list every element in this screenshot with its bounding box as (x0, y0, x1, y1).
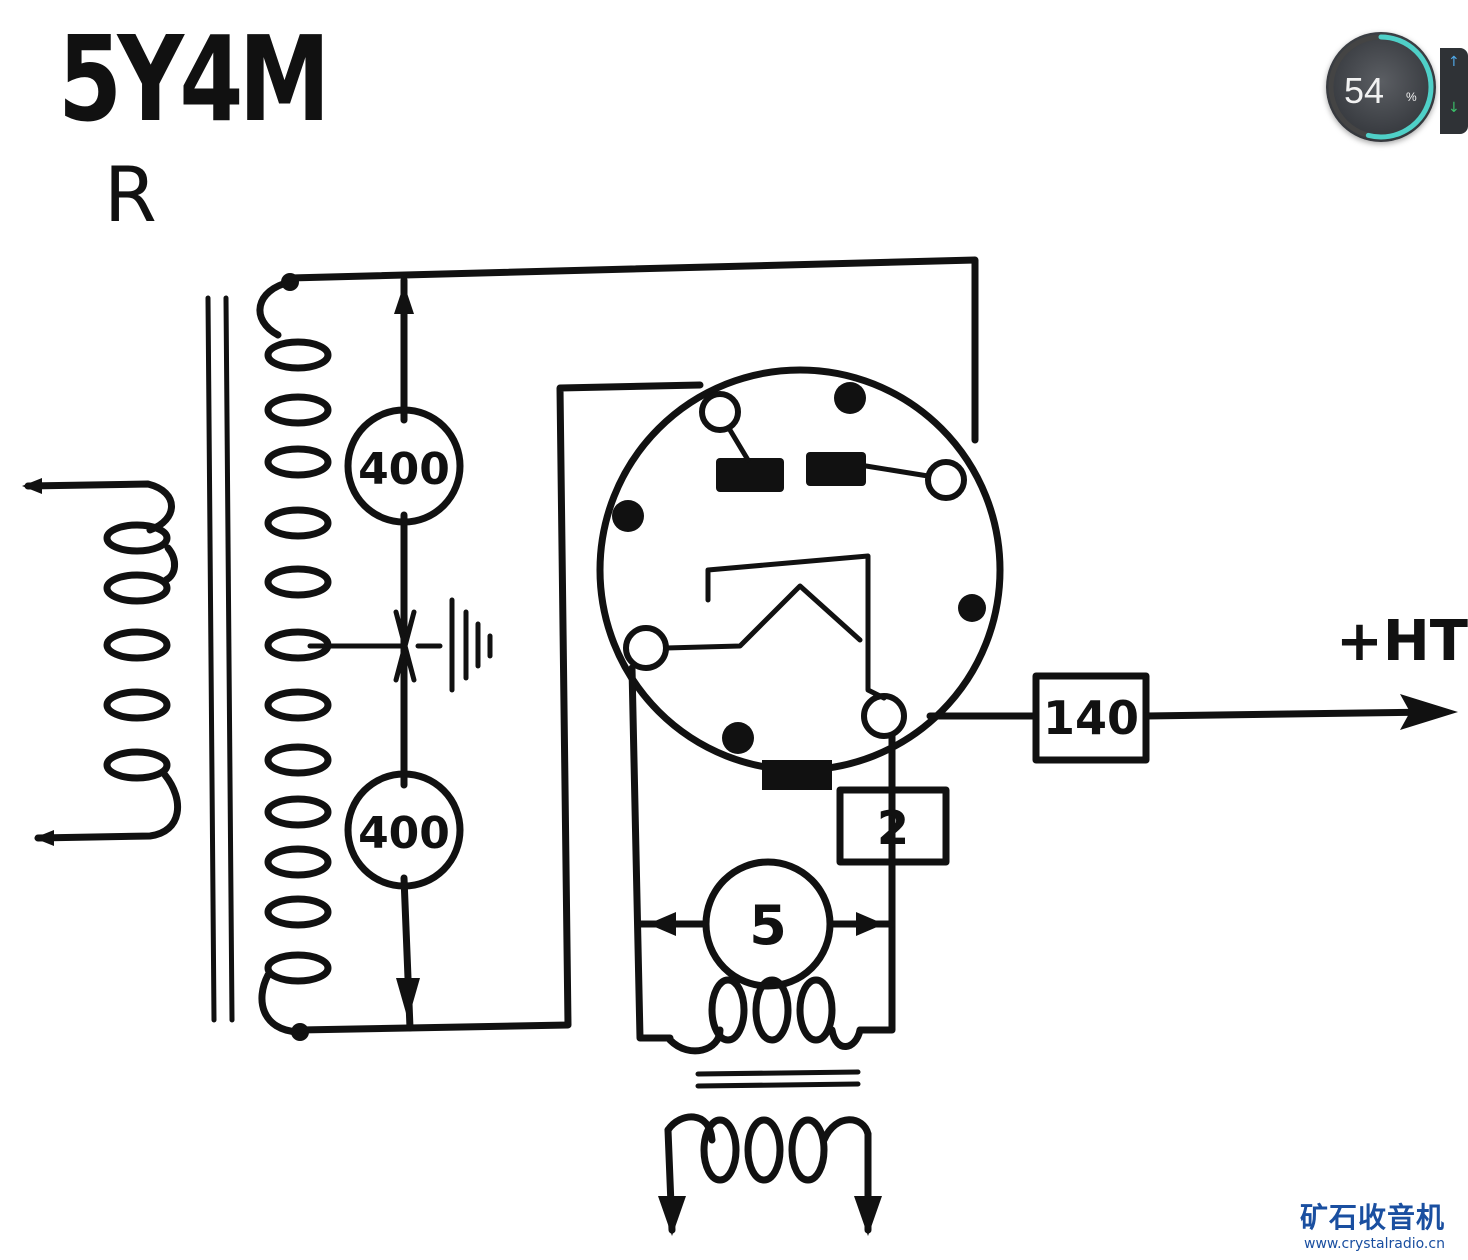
site-name-watermark: 矿石收音机 (1300, 1201, 1446, 1234)
primary-winding (22, 478, 182, 846)
output-circuit: 140 +HT (926, 609, 1468, 764)
arrow-down-icon: ↓ (1448, 100, 1460, 116)
output-label: +HT (1336, 609, 1468, 674)
voltage-top-label: 400 (358, 444, 450, 495)
meter-progress-ring (1328, 34, 1434, 140)
tube-type-label: 5Y4M (58, 10, 330, 148)
ht-wiring (286, 256, 979, 1034)
secondary-winding (256, 273, 332, 1041)
site-url-watermark: www.crystalradio.cn (1304, 1236, 1445, 1252)
meter-400-top: 400 (344, 406, 464, 526)
valve-base (596, 366, 1004, 790)
meter-unit: % (1406, 90, 1417, 104)
meter-400-bottom: 400 (344, 770, 464, 890)
meter-value: 54 (1344, 70, 1385, 111)
arrow-up-icon: ↑ (1448, 54, 1460, 70)
filament-voltage-label: 5 (749, 894, 787, 957)
transformer-core (205, 295, 235, 1023)
filament-circuit: 5 2 (628, 664, 950, 1236)
meter-side-panel[interactable]: ↑ ↓ (1440, 48, 1468, 134)
tube-subtitle-label: R (104, 150, 157, 239)
filament-pin-label: 2 (877, 801, 909, 855)
cpu-usage-widget[interactable]: 54 % (1326, 30, 1436, 146)
output-voltage-label: 140 (1043, 691, 1139, 745)
voltage-bottom-label: 400 (358, 808, 450, 859)
